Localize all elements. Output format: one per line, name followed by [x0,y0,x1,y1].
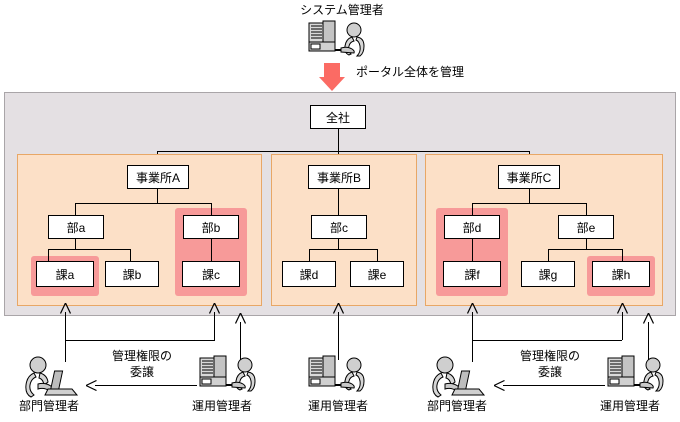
uparrow-head-6 [617,303,628,314]
connector-a-bu-a-drop [75,203,76,215]
uparrow-head-1 [60,303,71,314]
connector-ka-g-drop [548,249,549,261]
connector-bu-b-down [211,239,212,261]
delegation-label-1-line1: 管理権限の [111,349,172,363]
node-bu-b[interactable]: 部b [183,215,239,239]
person-desktop-icon [305,20,367,58]
actor-label-2: 運用管理者 [191,399,252,413]
node-ka-f[interactable]: 課f [443,261,501,287]
connector-root-down [338,129,339,151]
down-arrow-icon-head [319,77,345,91]
delegation-label-2-line1: 管理権限の [519,349,580,363]
connector-bu-a-bus [48,249,130,250]
uparrow-head-4 [333,303,344,314]
uparrow-elbow-1 [65,340,215,341]
delegation-arrow-head-2 [494,380,505,391]
delegation-arrow-line-1 [95,385,197,386]
connector-bu-e-bus [548,249,622,250]
node-ka-d[interactable]: 課d [282,261,336,287]
uparrow-line-4 [338,312,339,360]
connector-a-bus [75,203,211,204]
person-laptop-icon-4 [425,355,487,400]
uparrow-head-2 [209,303,220,314]
connector-bu-c-bus [309,249,377,250]
connector-bu-a-down [75,239,76,249]
connector-ka-e-drop [377,249,378,261]
node-bu-e[interactable]: 部e [558,215,614,239]
uparrow-head-3 [235,313,246,324]
uparrow-line-3 [240,322,241,360]
connector-c-bus [472,203,586,204]
uparrow-head-7 [643,313,654,324]
node-office-c[interactable]: 事業所C [498,165,560,189]
person-desktop-icon-5 [604,355,666,395]
uparrow-elbow-2 [472,340,622,341]
connector-ka-d-drop [309,249,310,261]
node-office-a[interactable]: 事業所A [127,165,189,189]
delegation-arrow-head-1 [86,380,97,391]
node-bu-d[interactable]: 部d [444,215,500,239]
actor-label-1: 部門管理者 [18,399,79,413]
uparrow-line-6 [622,312,623,340]
uparrow-line-2 [214,312,215,340]
connector-root-bus [157,151,529,152]
connector-a-bu-b-drop [211,203,212,215]
node-ka-e[interactable]: 課e [350,261,404,287]
actor-label-5: 運用管理者 [599,399,660,413]
node-bu-a[interactable]: 部a [48,215,104,239]
connector-a-down [157,189,158,203]
node-office-b[interactable]: 事業所B [308,165,370,189]
uparrow-head-5 [467,303,478,314]
delegation-label-2-line2: 委譲 [537,365,562,379]
system-admin-title: システム管理者 [300,3,384,17]
portal-note-label: ポータル全体を管理 [356,65,465,79]
connector-bu-e-down [586,239,587,249]
down-arrow-icon-shaft [324,63,340,77]
connector-c-bu-e-drop [586,203,587,215]
node-company[interactable]: 全社 [310,105,366,129]
node-ka-c[interactable]: 課c [182,261,240,287]
uparrow-line-5 [472,312,473,362]
connector-ka-a-drop [48,249,49,261]
node-ka-h[interactable]: 課h [592,261,650,287]
connector-bu-c-down [338,239,339,249]
delegation-label-1-line2: 委譲 [129,365,154,379]
uparrow-line-7 [648,322,649,360]
person-desktop-icon-2 [196,355,258,395]
uparrow-line-1 [65,312,66,362]
connector-b-down [338,189,339,215]
person-laptop-icon [18,355,80,400]
actor-label-4: 部門管理者 [426,399,487,413]
node-ka-b[interactable]: 課b [105,261,159,287]
node-bu-c[interactable]: 部c [311,215,367,239]
connector-bu-d-down [472,239,473,261]
connector-ka-b-drop [130,249,131,261]
connector-c-bu-d-drop [472,203,473,215]
node-ka-g[interactable]: 課g [521,261,575,287]
connector-c-down [529,189,530,203]
node-ka-a[interactable]: 課a [36,261,94,287]
actor-label-3: 運用管理者 [307,399,368,413]
delegation-arrow-line-2 [503,385,605,386]
person-desktop-icon-3 [305,355,367,395]
connector-ka-h-drop [622,249,623,261]
